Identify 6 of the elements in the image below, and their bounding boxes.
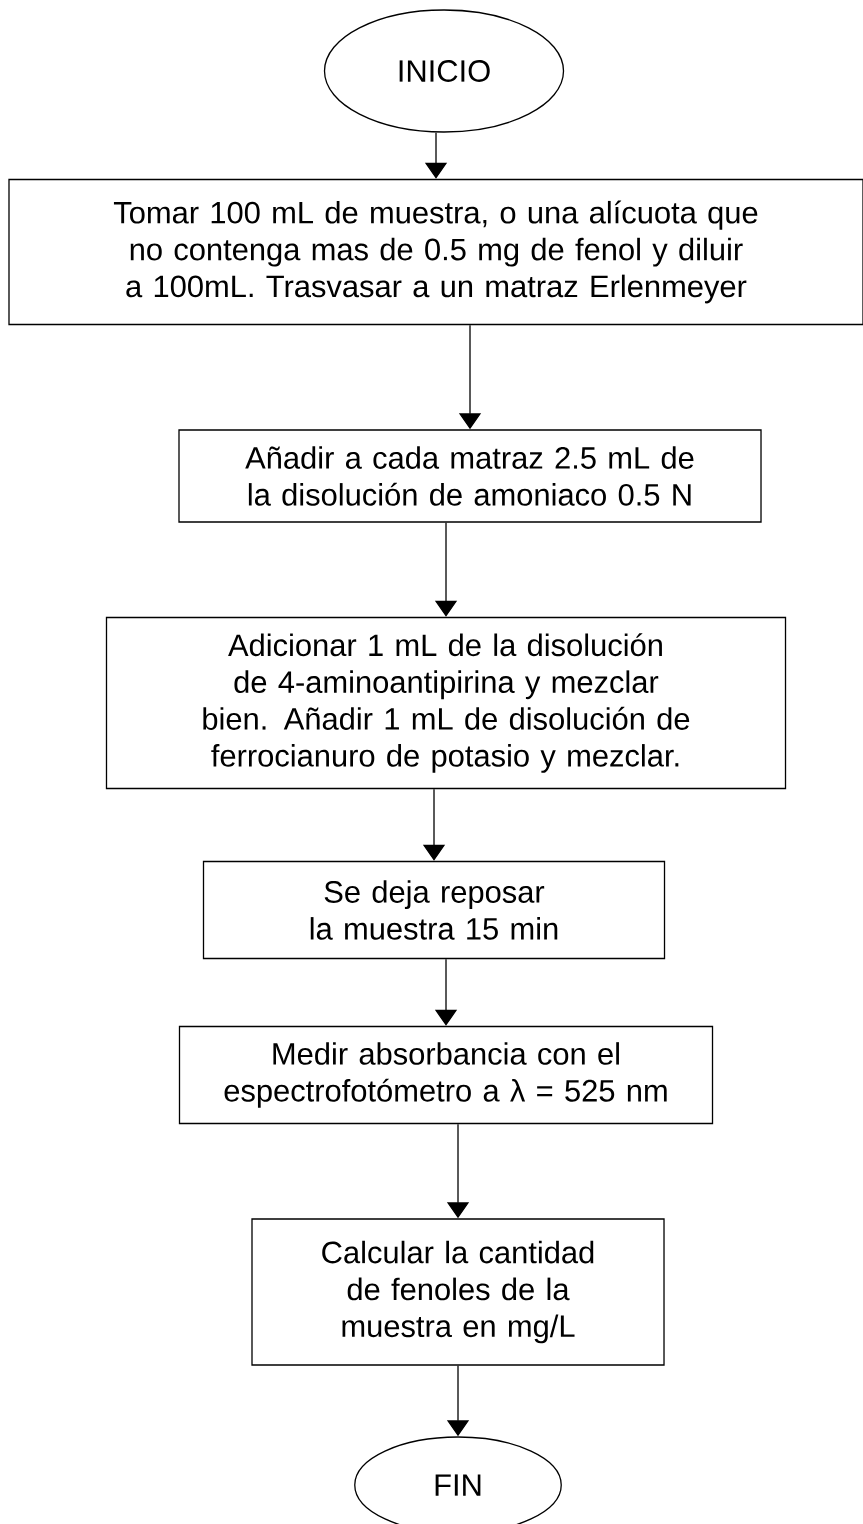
process-box: Medir absorbancia con el espectrofotómetro a λ = 525 nm [178,1025,714,1125]
process-box: Se deja reposar la muestra 15 min [202,860,666,960]
process-box: Adicionar 1 mL de la disolución de 4-aminoantipirina y mezclar bien. Añadir 1 mL de disolución de ferrocianuro de potasio y mezclar. [105,616,787,790]
process-box: Añadir a cada matraz 2.5 mL de la disolución de amoniaco 0.5 N [178,429,762,523]
process-box: Tomar 100 mL de muestra, o una alícuota que no contenga mas de 0.5 mg de fenol y diluir a 100mL. Trasvasar a un matraz Erlenmeyer [8,178,863,326]
process-box: Calcular la cantidad de fenoles de la muestra en mg/L [251,1218,665,1366]
